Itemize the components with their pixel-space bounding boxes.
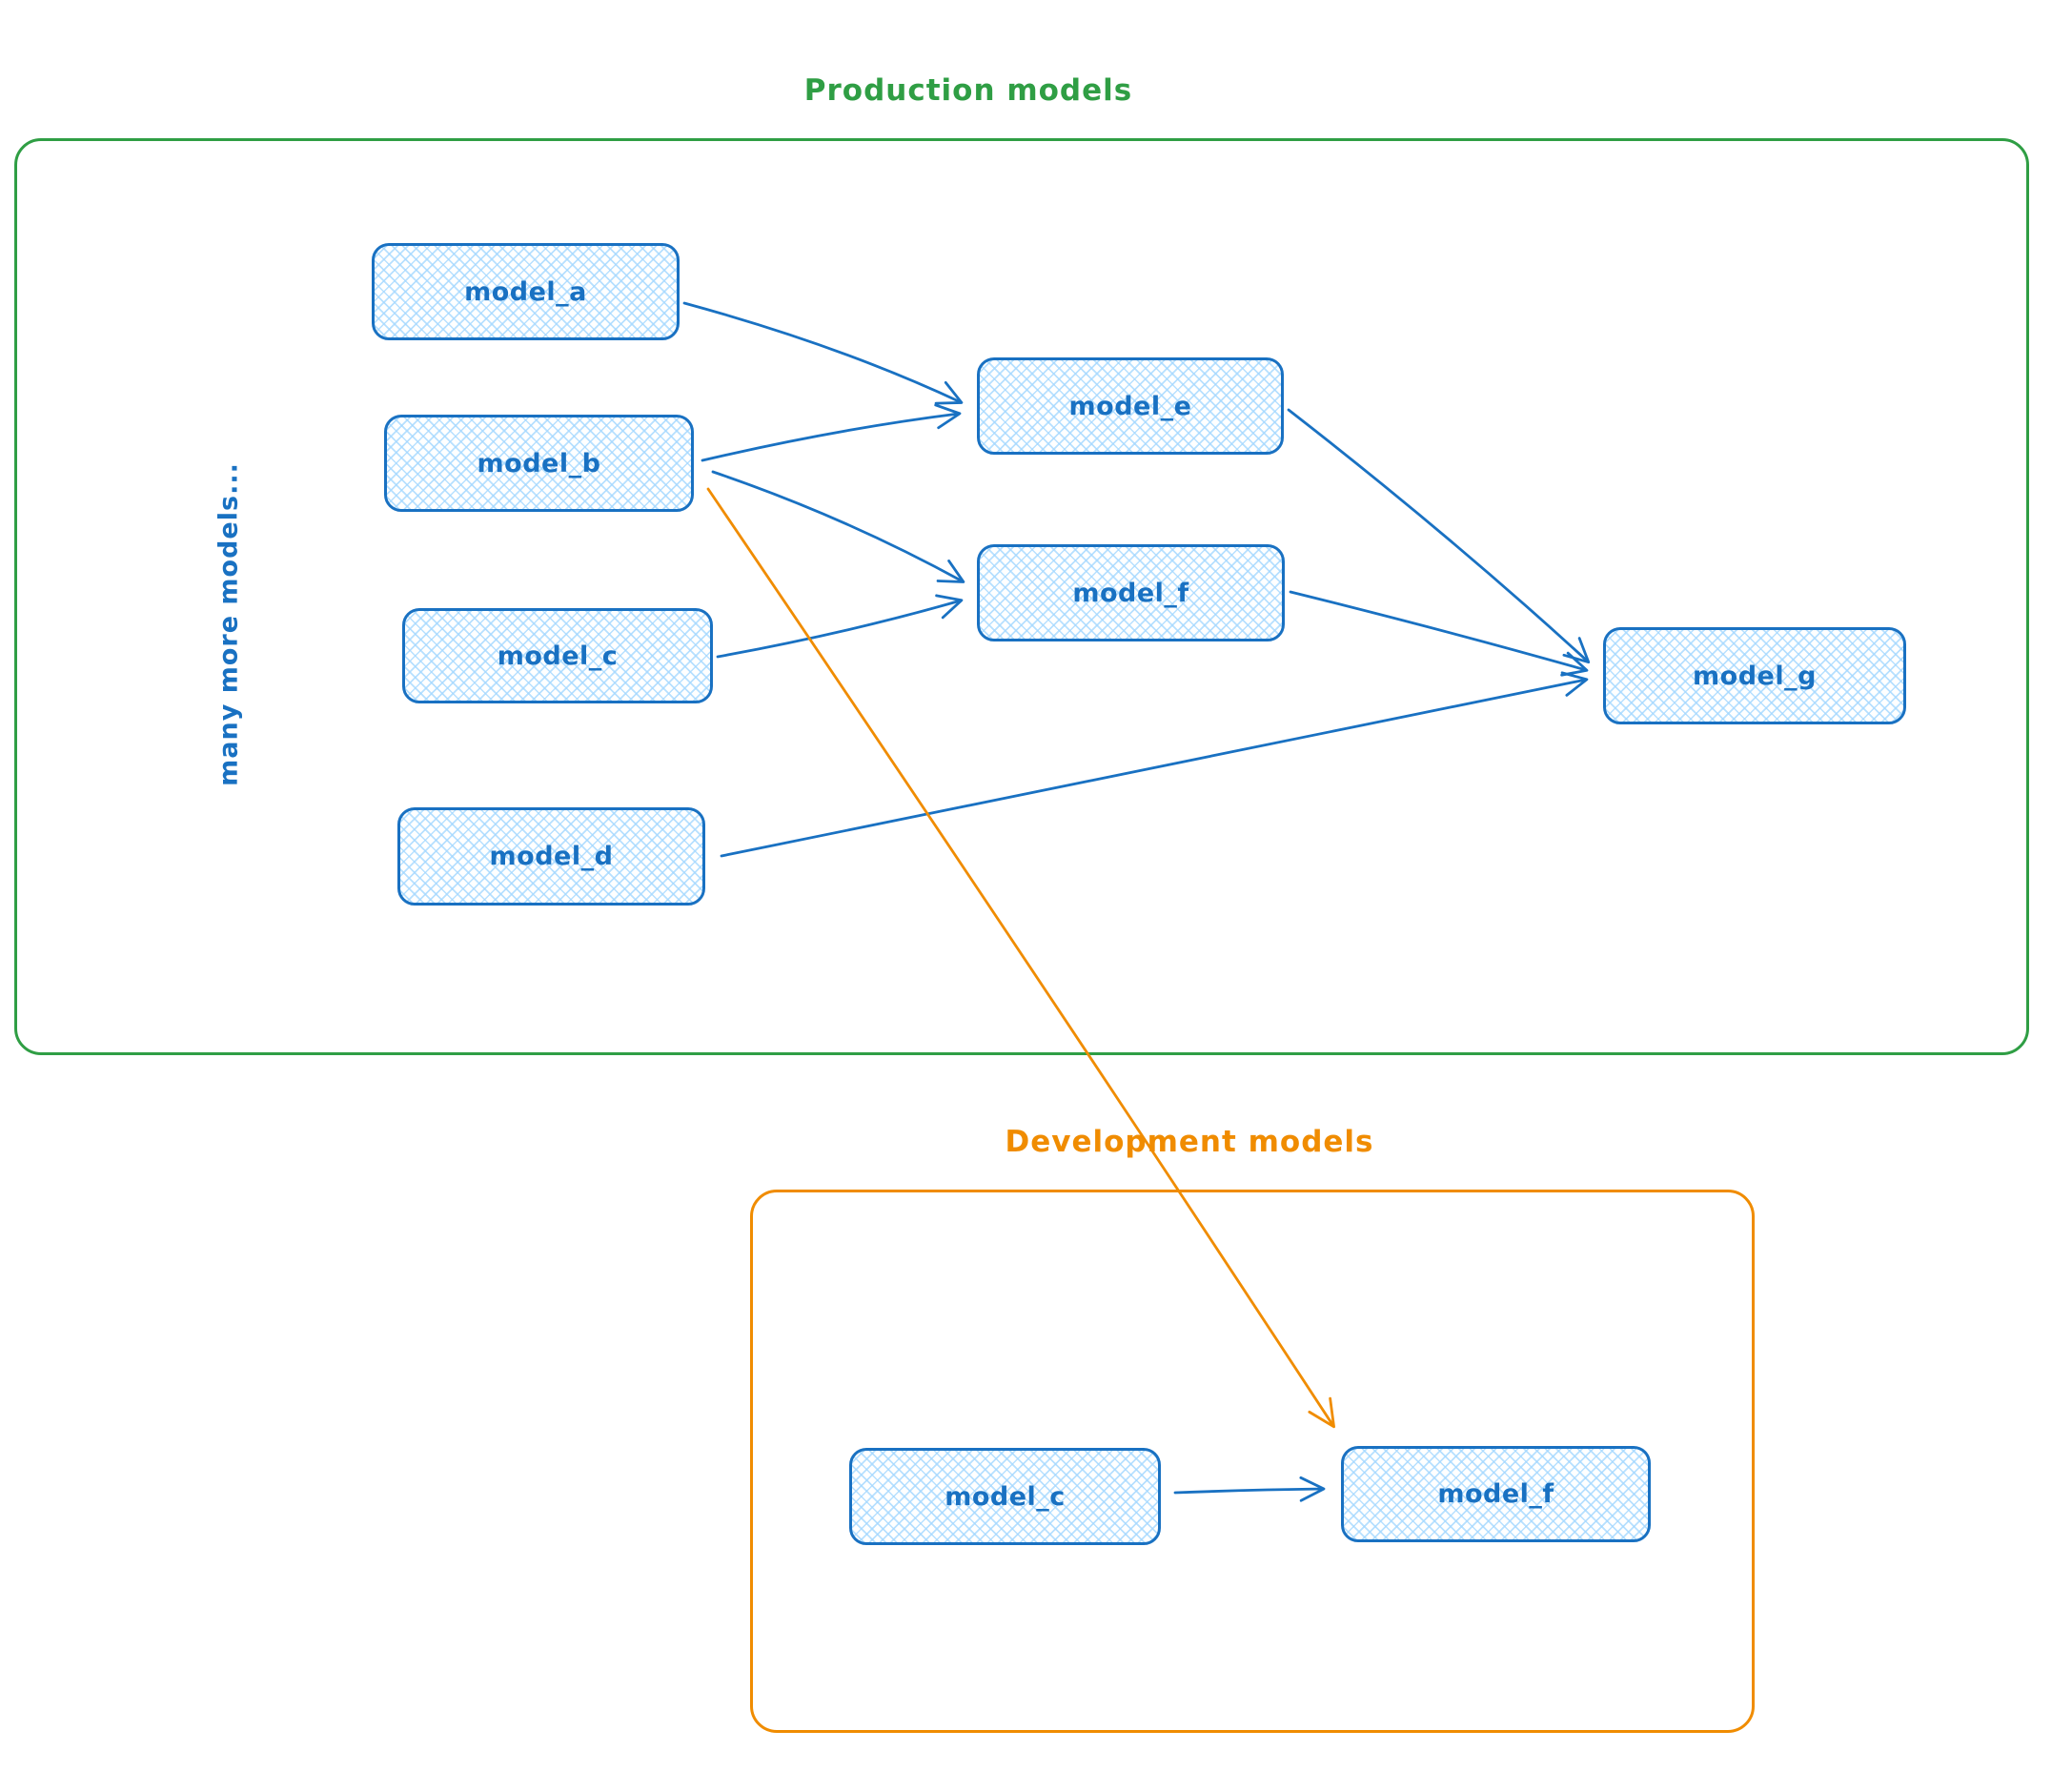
node-dev-model-c-label: model_c [945,1481,1066,1512]
node-dev-model-f-label: model_f [1437,1479,1554,1509]
node-model-a: model_a [372,243,680,340]
node-model-c: model_c [402,608,713,703]
node-model-b-label: model_b [477,448,601,478]
node-model-e: model_e [977,357,1284,455]
node-model-d-label: model_d [489,842,614,871]
node-model-f-label: model_f [1072,578,1189,608]
node-dev-model-f: model_f [1341,1446,1651,1542]
node-model-d: model_d [397,807,705,906]
node-model-b: model_b [384,415,694,512]
node-model-g-label: model_g [1693,661,1817,691]
many-more-models-label: many more models... [213,462,244,786]
production-models-title: Production models [803,73,1133,108]
development-models-title: Development models [1005,1125,1374,1159]
node-model-f: model_f [977,544,1285,641]
node-model-g: model_g [1603,627,1906,724]
node-model-c-label: model_c [497,641,619,671]
node-model-a-label: model_a [464,276,587,307]
node-dev-model-c: model_c [849,1448,1161,1545]
node-model-e-label: model_e [1068,391,1192,421]
